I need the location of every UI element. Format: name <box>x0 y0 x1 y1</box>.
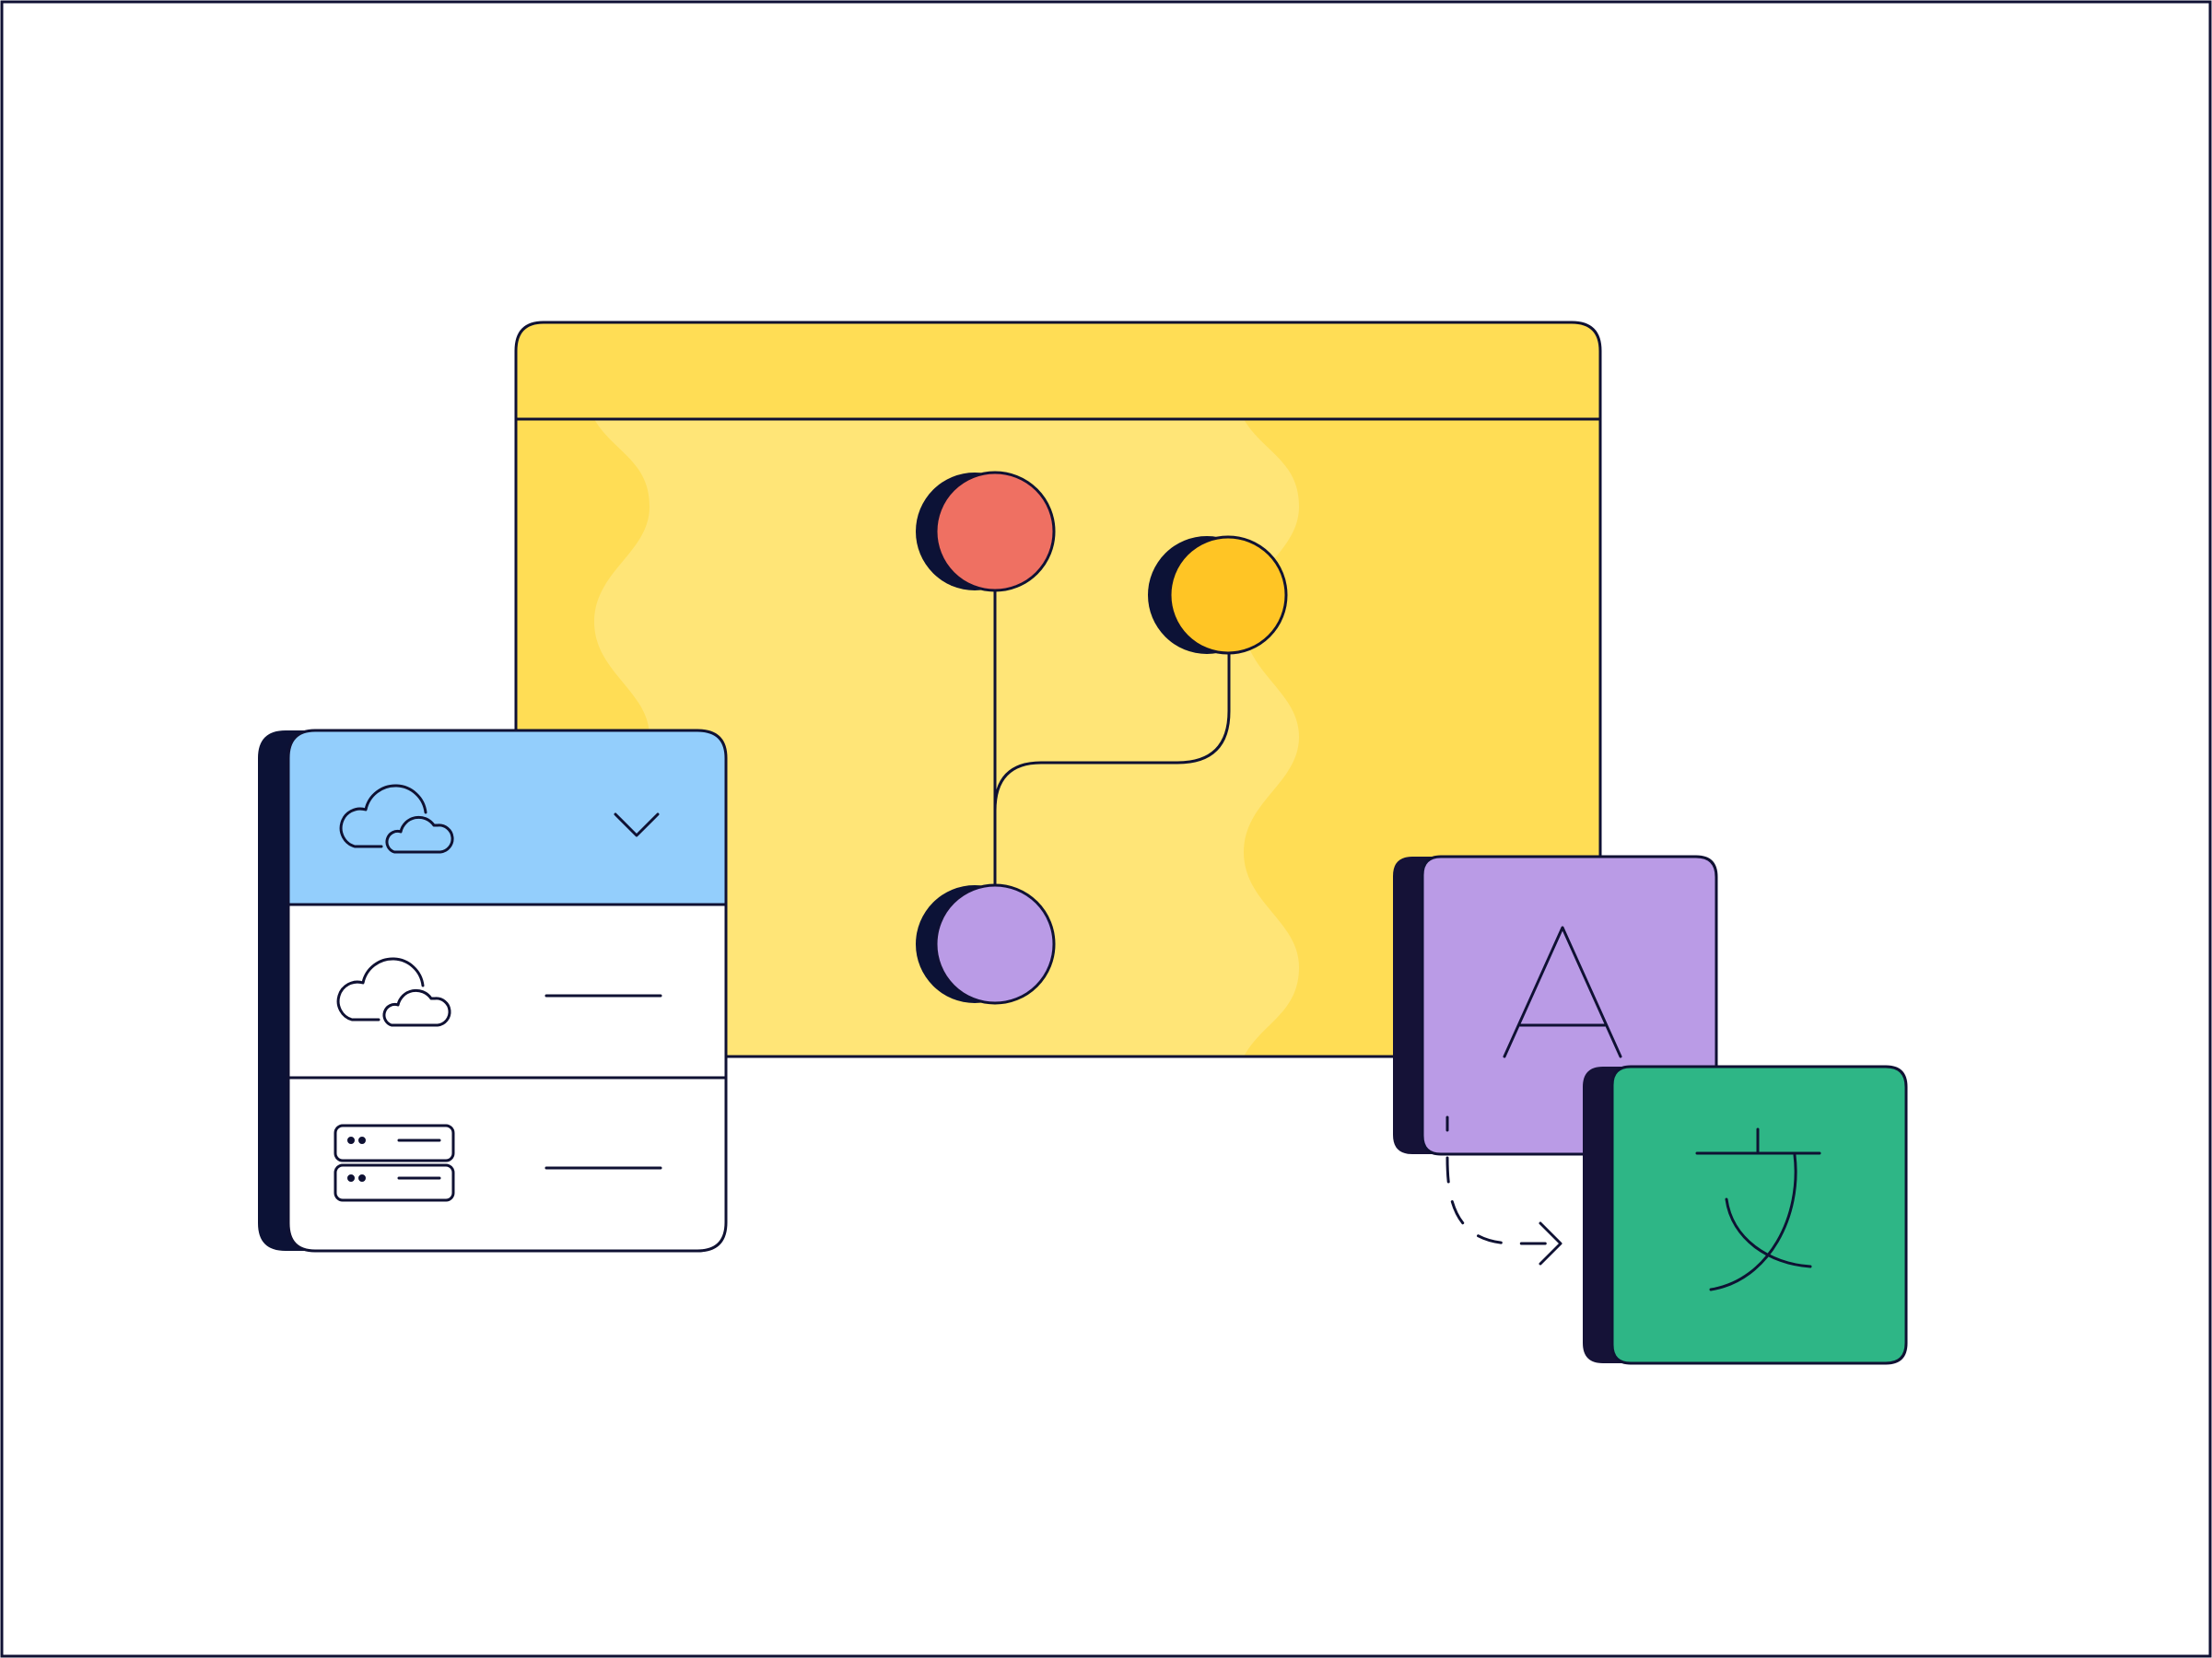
red-node <box>916 471 1056 592</box>
chevron-down-icon[interactable] <box>614 812 660 837</box>
target-language-card <box>1583 1065 1908 1365</box>
translation-cards <box>1393 855 1908 1365</box>
list-row-selected[interactable] <box>288 730 726 905</box>
branch-merge-line <box>993 654 1231 884</box>
dashed-arrow-icon <box>1445 1156 1562 1266</box>
window-wave-band <box>594 419 1299 1057</box>
cloud-icon <box>336 957 451 1027</box>
letter-a-icon <box>1503 926 1622 1058</box>
server-icon <box>334 1124 455 1202</box>
browser-window <box>514 321 1602 1058</box>
cloud-icon <box>339 784 454 854</box>
yellow-node <box>1148 535 1288 655</box>
purple-node <box>916 883 1056 1005</box>
wen-character-icon <box>1695 1127 1821 1291</box>
dropdown-list-panel <box>258 729 728 1253</box>
